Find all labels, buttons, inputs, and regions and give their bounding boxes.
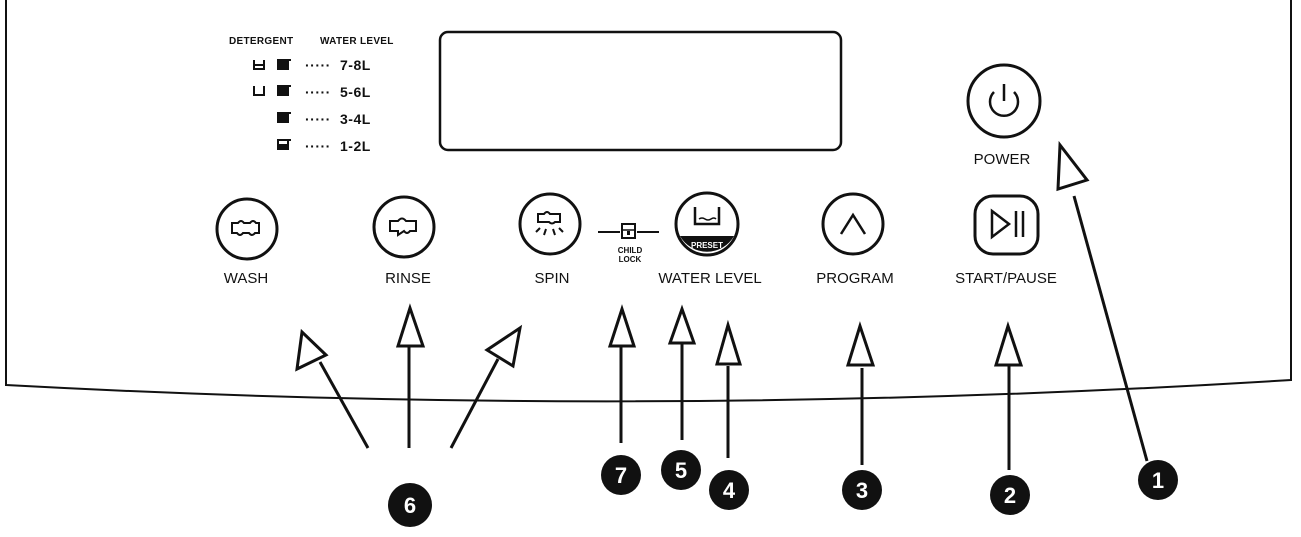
level-label: 7-8L xyxy=(340,57,371,73)
chevron-up-icon xyxy=(839,212,867,235)
rinse-icon xyxy=(389,217,417,237)
rinse-label: RINSE xyxy=(385,270,431,287)
callout-badge-1 xyxy=(1138,460,1178,500)
level-dots: ····· xyxy=(305,111,331,127)
callout-arrows xyxy=(295,140,1149,470)
detergent-cup-icon xyxy=(253,60,265,70)
callout-number-3: 3 xyxy=(856,478,868,503)
lock-icon xyxy=(621,223,636,239)
callout-number-2: 2 xyxy=(1004,483,1016,508)
callout-badge-3 xyxy=(842,470,882,510)
water-level-header: WATER LEVEL xyxy=(320,36,394,47)
power-icon xyxy=(988,91,1020,118)
callout-badge-4 xyxy=(709,470,749,510)
level-dots: ····· xyxy=(305,138,331,154)
wash-button[interactable] xyxy=(215,197,279,261)
arrow-6a xyxy=(318,361,370,449)
panel-outline xyxy=(5,0,1292,403)
spin-label: SPIN xyxy=(534,270,570,287)
spin-button[interactable] xyxy=(518,192,582,256)
callout-number-1: 1 xyxy=(1152,468,1164,493)
wash-label: WASH xyxy=(223,270,269,287)
callout-number-4: 4 xyxy=(723,478,736,503)
wash-icon xyxy=(231,220,260,236)
spin-icon xyxy=(537,211,561,225)
child-lock-label-line1: CHILD xyxy=(617,246,643,255)
detergent-header: DETERGENT xyxy=(229,36,294,47)
rinse-button[interactable] xyxy=(372,195,436,259)
callout-number-5: 5 xyxy=(675,458,687,483)
play-pause-icon xyxy=(990,208,1012,240)
level-dots: ····· xyxy=(305,84,331,100)
display-window xyxy=(438,30,843,152)
level-dots: ····· xyxy=(305,57,331,73)
child-lock-label-line2: LOCK xyxy=(618,255,642,264)
power-label: POWER xyxy=(973,151,1031,168)
water-level-button[interactable]: PRESET xyxy=(674,191,740,257)
program-button[interactable] xyxy=(821,192,885,256)
program-label: PROGRAM xyxy=(816,270,894,287)
preset-label: PRESET xyxy=(691,241,723,250)
callout-badge-5 xyxy=(661,450,701,490)
level-label: 5-6L xyxy=(340,84,371,100)
water-level-label: WATER LEVEL xyxy=(658,270,762,287)
level-label: 1-2L xyxy=(340,138,371,154)
level-label: 3-4L xyxy=(340,111,371,127)
start-pause-label: START/PAUSE xyxy=(955,270,1057,287)
callout-badges: 1 2 3 4 5 6 7 xyxy=(388,450,1178,527)
callout-number-7: 7 xyxy=(615,463,627,488)
detergent-cup-icon xyxy=(253,86,265,96)
callout-badge-7 xyxy=(601,455,641,495)
power-button[interactable] xyxy=(966,63,1042,139)
detergent-icons xyxy=(253,59,291,150)
water-level-icon xyxy=(693,207,721,226)
callout-number-6: 6 xyxy=(404,493,416,518)
start-pause-button[interactable] xyxy=(973,194,1040,256)
callout-badge-6 xyxy=(388,483,432,527)
callout-badge-2 xyxy=(990,475,1030,515)
